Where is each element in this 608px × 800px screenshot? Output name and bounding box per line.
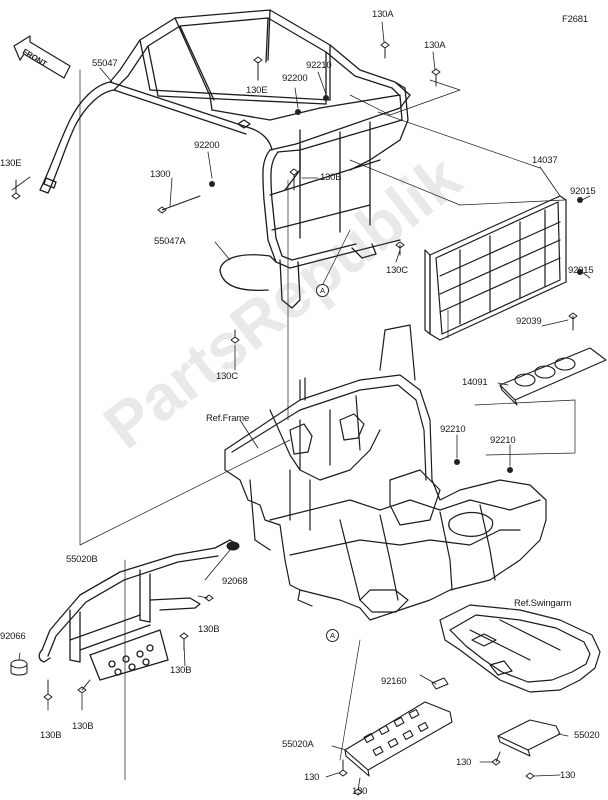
- reference-lines: [79, 69, 576, 781]
- part-label-55047: 55047: [92, 58, 118, 69]
- part-label-55020B: 55020B: [66, 554, 98, 565]
- part-label-92210-c: 92210: [490, 435, 516, 446]
- part-label-55020: 55020: [574, 730, 600, 741]
- part-label-130B-d: 130B: [72, 721, 94, 732]
- bolts: [11, 41, 578, 796]
- part-label-92015-a: 92015: [570, 186, 596, 197]
- part-label-130A-top: 130A: [372, 9, 394, 20]
- part-label-92160: 92160: [381, 676, 407, 687]
- part-label-14037: 14037: [532, 155, 558, 166]
- part-label-92015-b: 92015: [568, 265, 594, 276]
- nuts-and-washers: [209, 95, 583, 473]
- part-label-92210-top: 92210: [306, 60, 332, 71]
- part-label-130E-left: 130E: [0, 158, 22, 169]
- part-label-130B-a: 130B: [198, 624, 220, 635]
- part-label-130B-c: 130B: [40, 730, 62, 741]
- part-label-14091: 14091: [462, 377, 488, 388]
- rear-guard-frame-55047A: [219, 94, 411, 309]
- skid-plate-55020: [497, 719, 561, 757]
- part-label-130-b: 130: [352, 786, 368, 797]
- ref-swingarm-label: Ref.Swingarm: [514, 598, 572, 609]
- swingarm-reference: [439, 604, 601, 693]
- connection-marker-a-lower: A: [326, 629, 339, 642]
- part-label-130-a: 130: [304, 772, 320, 783]
- diagram-code: F2681: [562, 14, 588, 25]
- part-label-92039: 92039: [516, 316, 542, 327]
- part-label-1300: 1300: [150, 169, 171, 180]
- tool-box-cover-14091: [499, 347, 607, 406]
- ref-frame-label: Ref.Frame: [206, 413, 250, 424]
- pad-92160-shape: [431, 677, 449, 690]
- leader-lines: [11, 21, 591, 791]
- part-label-92210-b: 92210: [440, 424, 466, 435]
- cap-92066: [10, 659, 28, 676]
- front-arrow-icon: [13, 35, 71, 79]
- rear-rack-14037: [424, 195, 567, 341]
- front-guard-55020B: [38, 539, 239, 681]
- part-label-92068: 92068: [222, 576, 248, 587]
- part-label-130-c: 130: [456, 757, 472, 768]
- part-label-92200-b: 92200: [194, 140, 220, 151]
- connection-marker-a-upper: A: [316, 284, 329, 297]
- part-label-130C-b: 130C: [216, 371, 238, 382]
- part-label-130E-top: 130E: [246, 85, 268, 96]
- part-label-130C-a: 130C: [386, 265, 408, 276]
- part-label-130B-b: 130B: [170, 665, 192, 676]
- main-frame: [224, 324, 547, 621]
- skid-plate-55020A: [344, 701, 453, 777]
- part-label-130A-right: 130A: [424, 40, 446, 51]
- part-label-92200-a: 92200: [282, 73, 308, 84]
- part-label-55047A: 55047A: [154, 236, 186, 247]
- cap-92068: [226, 541, 240, 551]
- part-label-130-d: 130: [560, 770, 576, 781]
- part-label-92066: 92066: [0, 631, 26, 642]
- rear-guard-55047: [39, 9, 411, 194]
- part-label-130B-mid: 130B: [320, 172, 342, 183]
- part-label-55020A: 55020A: [282, 739, 314, 750]
